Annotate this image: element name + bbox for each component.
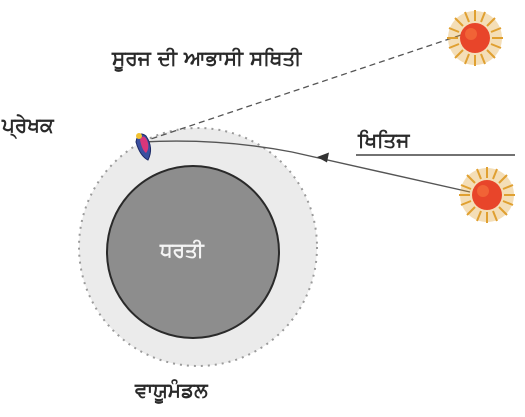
sun-icon [447, 10, 503, 66]
earth-label: ਧਰਤੀ [160, 240, 204, 260]
observer-label: ਪ੍ਰੇਖਕ [2, 115, 54, 135]
arrow-icon [317, 153, 329, 163]
sun-icon [459, 167, 515, 223]
horizon-label: ਖਿਤਿਜ [358, 130, 409, 150]
apparent-sun-position-label: ਸੂਰਜ ਦੀ ਆਭਾਸੀ ਸਥਿਤੀ [112, 48, 301, 68]
atmosphere-label: ਵਾਯੂਮੰਡਲ [135, 380, 208, 400]
